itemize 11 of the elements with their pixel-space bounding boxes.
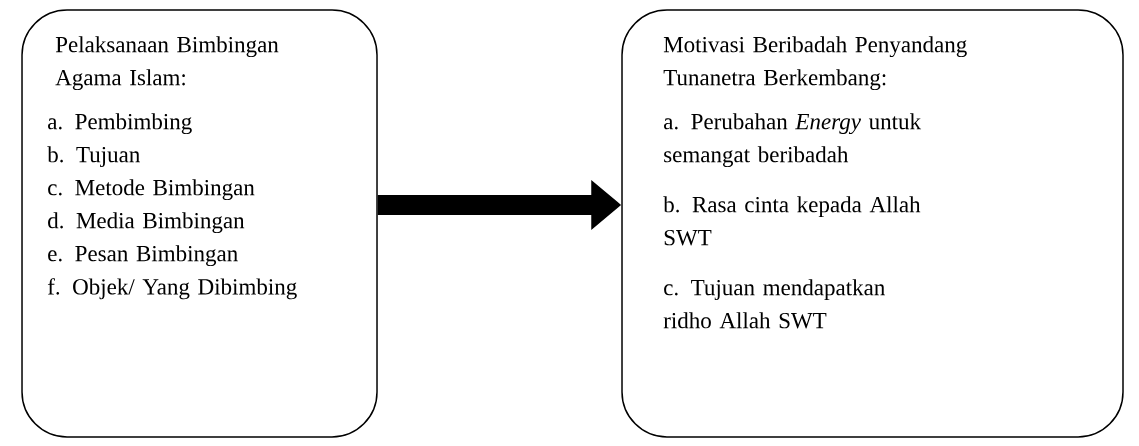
heading-text: Motivasi Beribadah Penyandang Tunanetra Berkembang: bbox=[663, 36, 967, 91]
list-item: a. Perubahan Energy untuk semangat beribadah bbox=[664, 113, 922, 168]
list-item: c. Tujuan mendapatkan ridho Allah SWT bbox=[663, 279, 885, 329]
list-item: e. Pesan Bimbingan bbox=[48, 245, 238, 267]
heading-text: Pelaksanaan Bimbingan Agama Islam: bbox=[55, 36, 279, 91]
list-item: d. Media Bimbingan bbox=[48, 212, 245, 234]
list-item: f. Objek/ Yang Dibimbing bbox=[47, 278, 297, 300]
list-item: b. Tujuan bbox=[47, 146, 140, 168]
list-item: a. Pembimbing bbox=[48, 113, 192, 135]
list-item: c. Metode Bimbingan bbox=[48, 179, 255, 201]
list-item: b. Rasa cinta kepada Allah SWT bbox=[663, 196, 921, 246]
